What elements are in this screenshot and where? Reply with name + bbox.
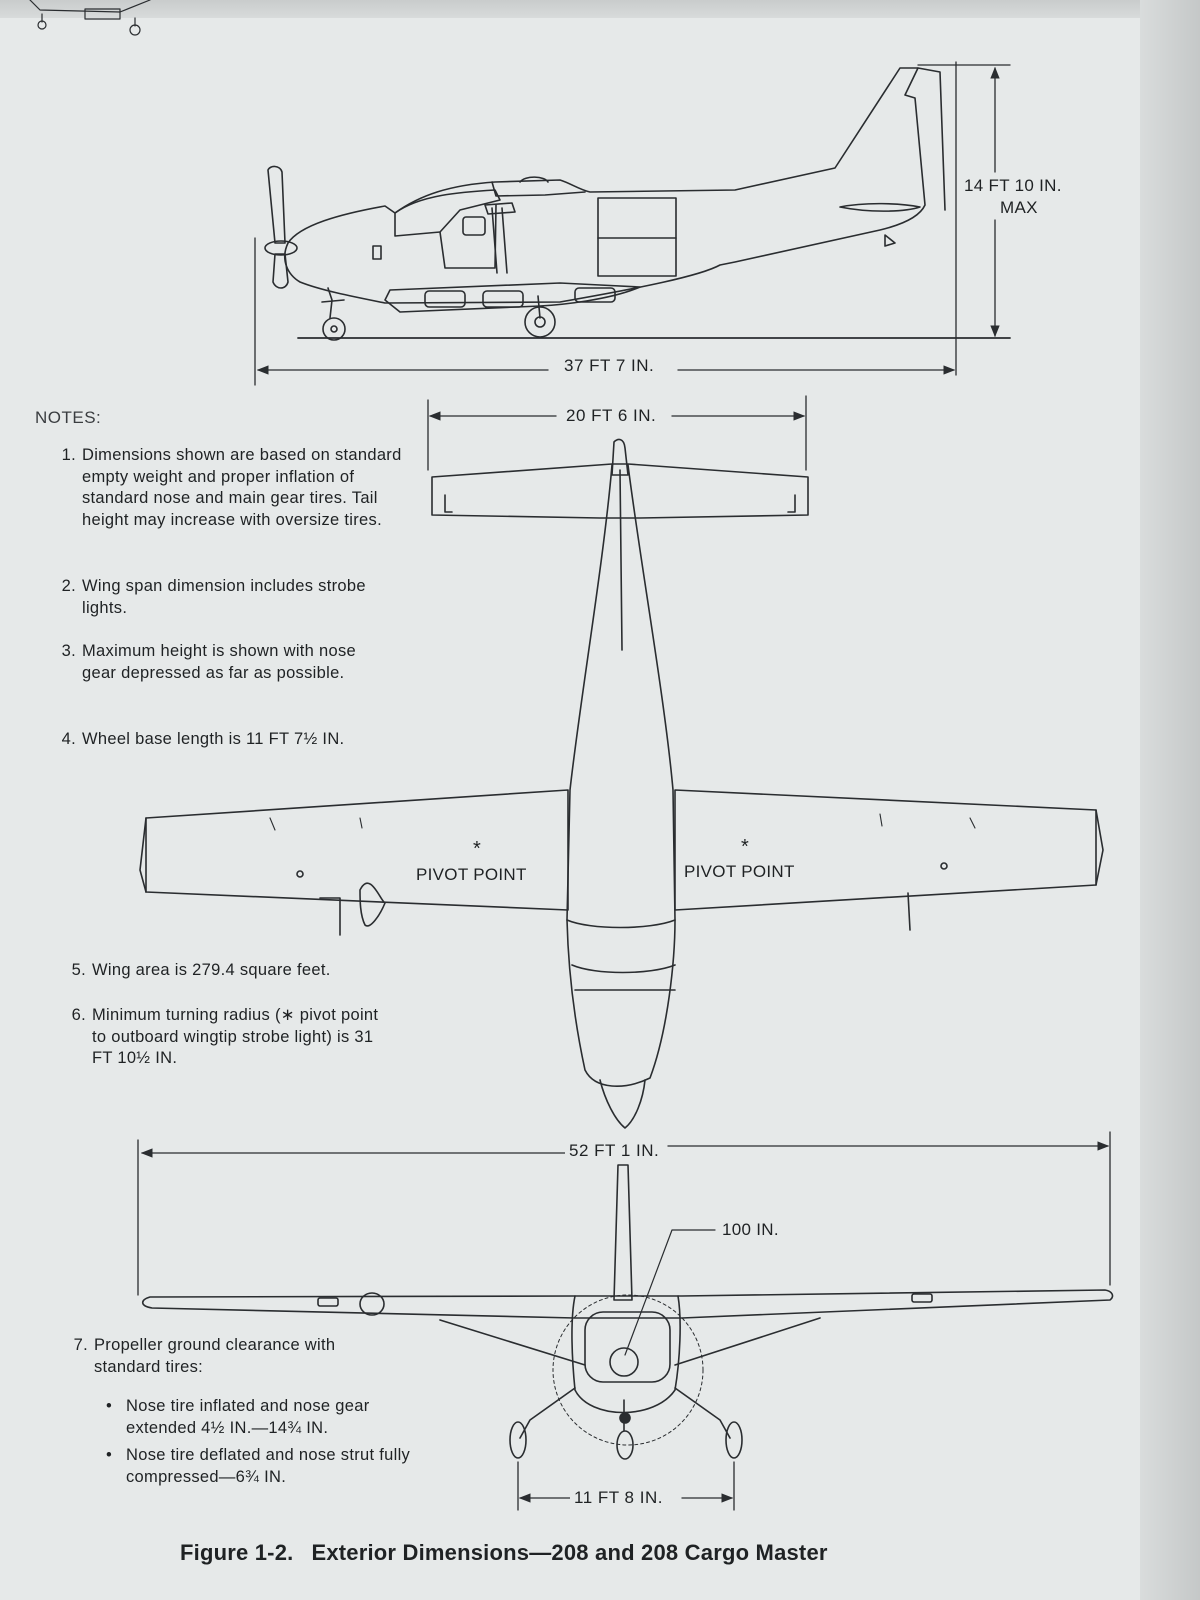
side-view-aircraft xyxy=(264,67,946,341)
tail-height-label: 14 FT 10 IN. xyxy=(964,176,1062,195)
tail-span-label: 20 FT 6 IN. xyxy=(562,406,661,426)
tail-height-max-label: MAX xyxy=(1000,198,1038,217)
note-number: 6. xyxy=(71,1006,86,1024)
note-text: Propeller ground clearance with standard… xyxy=(94,1336,336,1376)
front-view-aircraft xyxy=(141,1164,1114,1460)
header-thumbnail-aircraft xyxy=(29,0,151,36)
note-number: 7. xyxy=(73,1336,88,1354)
note-text: Maximum height is shown with nose gear d… xyxy=(82,642,357,682)
note-number: 3. xyxy=(61,642,76,660)
note-7: 7. Propeller ground clearance with stand… xyxy=(74,1335,394,1378)
figure-caption: Figure 1-2. Exterior Dimensions—208 and 2… xyxy=(180,1540,828,1566)
notes-heading: NOTES: xyxy=(35,408,102,427)
note-text: Wheel base length is 11 FT 7½ IN. xyxy=(82,730,345,748)
note-text: Wing span dimension includes strobe ligh… xyxy=(82,577,366,617)
note-1: 1. Dimensions shown are based on standar… xyxy=(62,445,412,531)
bullet-text: Nose tire deflated and nose strut fully … xyxy=(126,1446,411,1486)
note-5: 5. Wing area is 279.4 square feet. xyxy=(72,960,422,982)
pivot-marker-right: * xyxy=(741,836,750,858)
pivot-point-left-label: PIVOT POINT xyxy=(416,865,527,884)
pivot-marker-left: * xyxy=(473,838,482,860)
top-view-aircraft xyxy=(139,438,1104,1129)
note-7-bullet-1: • Nose tire inflated and nose gear exten… xyxy=(106,1397,370,1437)
note-text: Wing area is 279.4 square feet. xyxy=(92,961,331,979)
note-number: 5. xyxy=(71,961,86,979)
main-gear-track-label: 11 FT 8 IN. xyxy=(570,1488,667,1508)
figure-title: Exterior Dimensions—208 and 208 Cargo Ma… xyxy=(311,1540,828,1565)
figure-number: Figure 1-2. xyxy=(180,1540,294,1565)
side-view-dimension-lines xyxy=(254,61,1011,386)
overall-length-label: 37 FT 7 IN. xyxy=(560,356,659,376)
note-2: 2. Wing span dimension includes strobe l… xyxy=(62,576,382,619)
note-text: Dimensions shown are based on standard e… xyxy=(82,446,402,529)
page-header-strip xyxy=(0,0,1140,18)
bullet-text: Nose tire inflated and nose gear extende… xyxy=(126,1397,370,1437)
note-4: 4. Wheel base length is 11 FT 7½ IN. xyxy=(62,729,352,751)
prop-diameter-label: 100 IN. xyxy=(722,1220,779,1239)
front-view-dimension-lines xyxy=(137,1131,1111,1511)
note-number: 2. xyxy=(61,577,76,595)
pivot-point-right-label: PIVOT POINT xyxy=(684,862,795,881)
note-number: 1. xyxy=(61,446,76,464)
wing-span-label: 52 FT 1 IN. xyxy=(565,1141,664,1161)
note-7-bullet-2: • Nose tire deflated and nose strut full… xyxy=(106,1446,411,1486)
note-number: 4. xyxy=(61,730,76,748)
note-3: 3. Maximum height is shown with nose gea… xyxy=(62,641,382,684)
note-text: Minimum turning radius (∗ pivot point to… xyxy=(92,1006,379,1067)
page-edge-shadow xyxy=(1140,0,1200,1600)
top-view-dimension-lines xyxy=(427,395,807,471)
note-6: 6. Minimum turning radius (∗ pivot point… xyxy=(72,1005,392,1070)
